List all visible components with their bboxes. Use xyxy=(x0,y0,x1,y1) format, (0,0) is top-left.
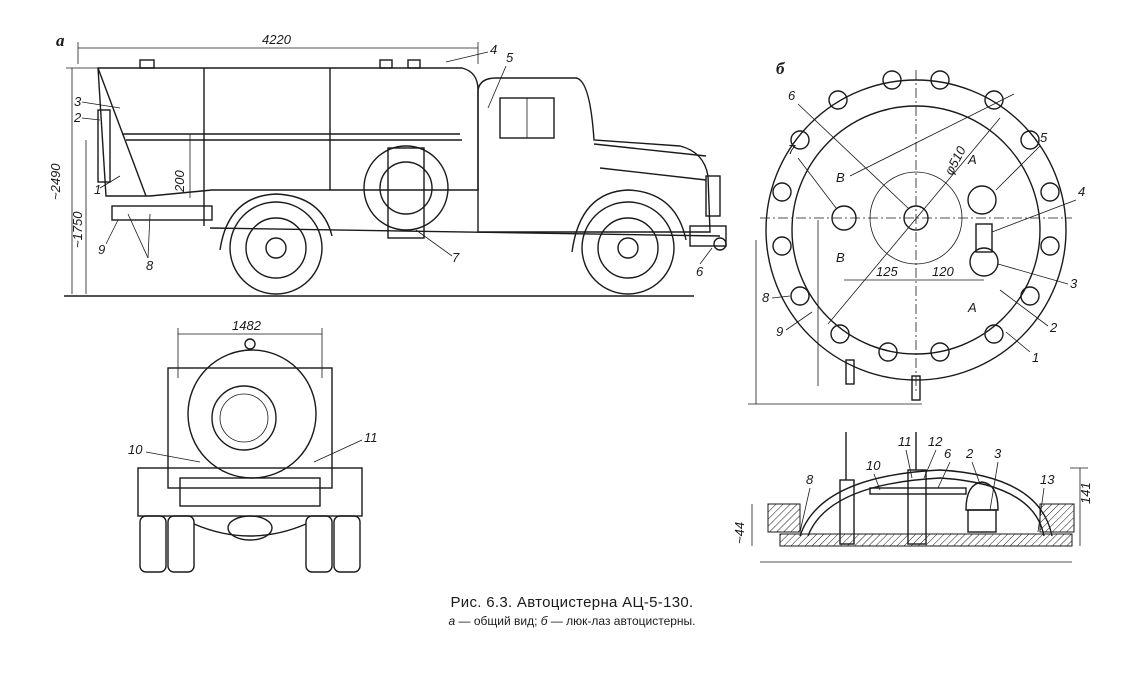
callout-a-1: 1 xyxy=(94,182,101,197)
view-b-letter: б xyxy=(776,59,786,78)
hatch-door xyxy=(97,109,111,183)
subcaption-b-text: — люк-лаз автоцистерны. xyxy=(547,614,696,628)
callout-s-11: 11 xyxy=(898,434,912,449)
dim-offset: 200 xyxy=(172,170,187,193)
rear-wheel xyxy=(229,201,323,295)
callout-b-1: 1 xyxy=(1032,350,1039,365)
callout-b-7: 7 xyxy=(788,142,796,157)
tank-body xyxy=(97,67,479,197)
figure-subcaption: а — общий вид; б — люк-лаз автоцистерны. xyxy=(0,614,1144,628)
dim-right-offset: 120 xyxy=(932,264,954,279)
section-wall-left xyxy=(767,503,801,533)
spare-wheel xyxy=(363,145,449,231)
valve-center xyxy=(903,205,929,231)
truck-cab xyxy=(477,77,711,233)
section-mark-b-bottom: В xyxy=(836,250,845,265)
callout-a-7: 7 xyxy=(452,250,460,265)
callout-b-4: 4 xyxy=(1078,184,1085,199)
dim-section-height-right: 141 xyxy=(1078,482,1093,504)
callout-a-5: 5 xyxy=(506,50,514,65)
callout-b-6: 6 xyxy=(788,88,796,103)
callout-b-9: 9 xyxy=(776,324,783,339)
callout-b-2: 2 xyxy=(1049,320,1058,335)
callout-rear-11: 11 xyxy=(364,430,378,445)
callout-a-8: 8 xyxy=(146,258,154,273)
callout-b-8: 8 xyxy=(762,290,770,305)
side-view: а 4220 ~2490 ~1750 200 xyxy=(48,31,727,297)
section-mark-a-bottom: А xyxy=(967,300,977,315)
callout-b-5: 5 xyxy=(1040,130,1048,145)
manhole-section: 141 ~44 8 10 11 12 6 2 3 13 xyxy=(732,432,1093,563)
rear-tank-end xyxy=(187,349,317,479)
callout-s-3: 3 xyxy=(994,446,1002,461)
rear-tyre-left xyxy=(139,515,167,573)
callout-s-2: 2 xyxy=(965,446,974,461)
dim-length: 4220 xyxy=(262,32,292,47)
dim-height: ~2490 xyxy=(48,163,63,200)
callout-a-6: 6 xyxy=(696,264,704,279)
figure-caption: Рис. 6.3. Автоцистерна АЦ-5-130. xyxy=(450,594,694,611)
valve-right xyxy=(969,247,999,277)
callout-s-10: 10 xyxy=(866,458,881,473)
manhole-plan: б φ510 125 xyxy=(748,59,1085,405)
dim-left-offset: 125 xyxy=(876,264,898,279)
subcaption-a-text: — общий вид; xyxy=(455,614,541,628)
rear-manhole xyxy=(211,385,277,451)
front-wheel xyxy=(581,201,675,295)
flange-bolts xyxy=(772,70,1060,362)
gauge xyxy=(967,185,997,215)
section-mark-a-top: А xyxy=(967,152,977,167)
dim-section-height-left: ~44 xyxy=(732,522,747,544)
callout-a-4: 4 xyxy=(490,42,497,57)
view-a-letter: а xyxy=(56,31,65,50)
callout-s-8: 8 xyxy=(806,472,814,487)
ladder xyxy=(387,147,425,239)
subcaption-b-letter: б xyxy=(540,614,548,628)
rear-view: 1482 10 11 xyxy=(128,318,378,573)
valve-left xyxy=(831,205,857,231)
callout-s-13: 13 xyxy=(1040,472,1055,487)
callout-b-3: 3 xyxy=(1070,276,1078,291)
callout-a-2: 2 xyxy=(73,110,82,125)
subcaption-a-letter: а xyxy=(448,614,456,628)
callout-a-3: 3 xyxy=(74,94,82,109)
section-dome xyxy=(799,469,1053,537)
callout-rear-10: 10 xyxy=(128,442,143,457)
dim-width: 1482 xyxy=(232,318,262,333)
rear-tyre-right xyxy=(305,515,333,573)
section-mark-b-top: В xyxy=(836,170,845,185)
callout-a-9: 9 xyxy=(98,242,105,257)
dim-frame-height: ~1750 xyxy=(70,211,85,248)
callout-s-12: 12 xyxy=(928,434,943,449)
callout-s-6: 6 xyxy=(944,446,952,461)
